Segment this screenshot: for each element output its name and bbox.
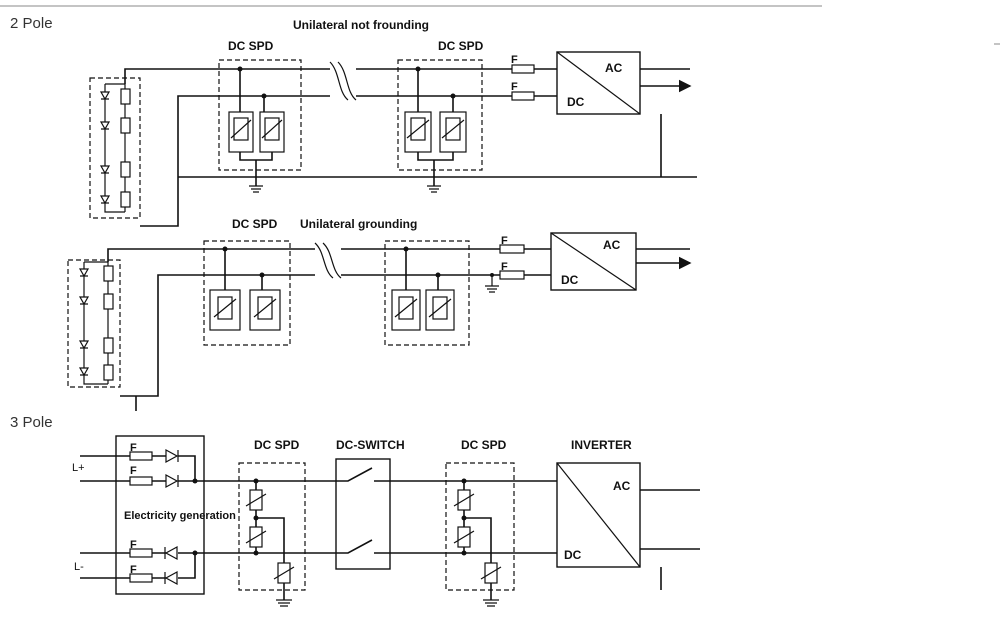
varistor (457, 489, 471, 511)
varistor (445, 117, 461, 141)
annotation-middle: Unilateral grounding (300, 217, 417, 231)
spd-label-bottom-right: DC SPD (461, 438, 507, 452)
fuse-label: F (501, 261, 508, 273)
diagram-unilateral-grounding: DC SPD Unilateral grounding (67, 217, 690, 411)
fuse-label: F (130, 539, 137, 551)
fuse-label: F (511, 54, 518, 66)
diagram-unilateral-not-grounding: Unilateral not frounding DC SPD DC SPD (89, 18, 697, 227)
varistor (249, 489, 263, 511)
varistor (264, 117, 280, 141)
line-continuation (356, 68, 512, 97)
fuse-label: F (130, 564, 137, 576)
fuse-label: F (511, 81, 518, 93)
diagram-3-pole: DC SPD DC-SWITCH DC SPD INVERTER Electri… (72, 435, 700, 607)
varistor (233, 117, 249, 141)
inverter-label: INVERTER (571, 438, 632, 452)
spd-label-bottom-left: DC SPD (254, 438, 300, 452)
spd-label-top-left: DC SPD (228, 39, 274, 53)
ground-bus-top (178, 114, 697, 178)
fuse (511, 64, 535, 74)
break-symbol-top (329, 61, 357, 101)
spd-box-middle-left (203, 240, 291, 346)
generation-box (115, 435, 205, 595)
ground-icon (276, 599, 292, 607)
dc-switch (335, 458, 391, 570)
ground-icon (427, 185, 441, 193)
line-negative-middle (120, 274, 315, 397)
inverter-dc-label: DC (564, 548, 582, 562)
spd-box-top-left (218, 59, 302, 171)
section-title-3-pole: 3 Pole (10, 414, 53, 431)
spd-box-bottom-right (445, 462, 515, 591)
spd-box-middle-right (384, 240, 470, 346)
diode-icon (165, 448, 179, 464)
ground-icon (483, 599, 499, 607)
spd-label-top-right: DC SPD (438, 39, 484, 53)
fuse-label: F (501, 235, 508, 247)
fuse-label: F (130, 465, 137, 477)
pv-string-cells (78, 261, 114, 385)
varistor (217, 296, 233, 320)
neg-label: L- (74, 561, 84, 573)
varistor (410, 117, 426, 141)
line-positive-left (124, 68, 330, 84)
ac-output-lines (640, 489, 700, 550)
inverter-ac-label: AC (613, 479, 631, 493)
inverter-ac-label: AC (603, 238, 621, 252)
switch-contact (336, 539, 390, 554)
fuse (511, 91, 535, 101)
pv-string-box (67, 259, 121, 388)
inverter-dc-label: DC (567, 95, 585, 109)
line-positive-middle (107, 248, 315, 262)
diode-icon (164, 570, 178, 586)
diode-icon (164, 545, 178, 561)
line-negative-left (140, 95, 330, 227)
ground-icon (249, 185, 263, 193)
ground-icon (485, 275, 499, 293)
pv-string-cells (99, 83, 131, 213)
varistor (432, 296, 448, 320)
spd-box-bottom-left (238, 462, 306, 591)
generation-label: Electricity generation (124, 510, 236, 522)
section-title-2-pole: 2 Pole (10, 15, 53, 32)
pv-string-box (89, 77, 141, 219)
varistor (398, 296, 414, 320)
ac-output-arrow (640, 68, 690, 86)
annotation-top: Unilateral not frounding (293, 18, 429, 32)
inverter-dc-label: DC (561, 273, 579, 287)
fuse (129, 476, 153, 486)
inverter-ac-label: AC (605, 61, 623, 75)
switch-label: DC-SWITCH (336, 438, 405, 452)
switch-contact (336, 467, 390, 482)
diode-icon (165, 473, 179, 489)
spd-label-middle: DC SPD (232, 217, 278, 231)
varistor (249, 526, 263, 548)
varistor (257, 296, 273, 320)
ac-output-arrow (636, 248, 690, 263)
varistor (457, 526, 471, 548)
fuse-label: F (130, 442, 137, 454)
spd-box-top-right (397, 59, 483, 171)
break-symbol-middle (314, 242, 342, 279)
pos-label: L+ (72, 462, 85, 474)
